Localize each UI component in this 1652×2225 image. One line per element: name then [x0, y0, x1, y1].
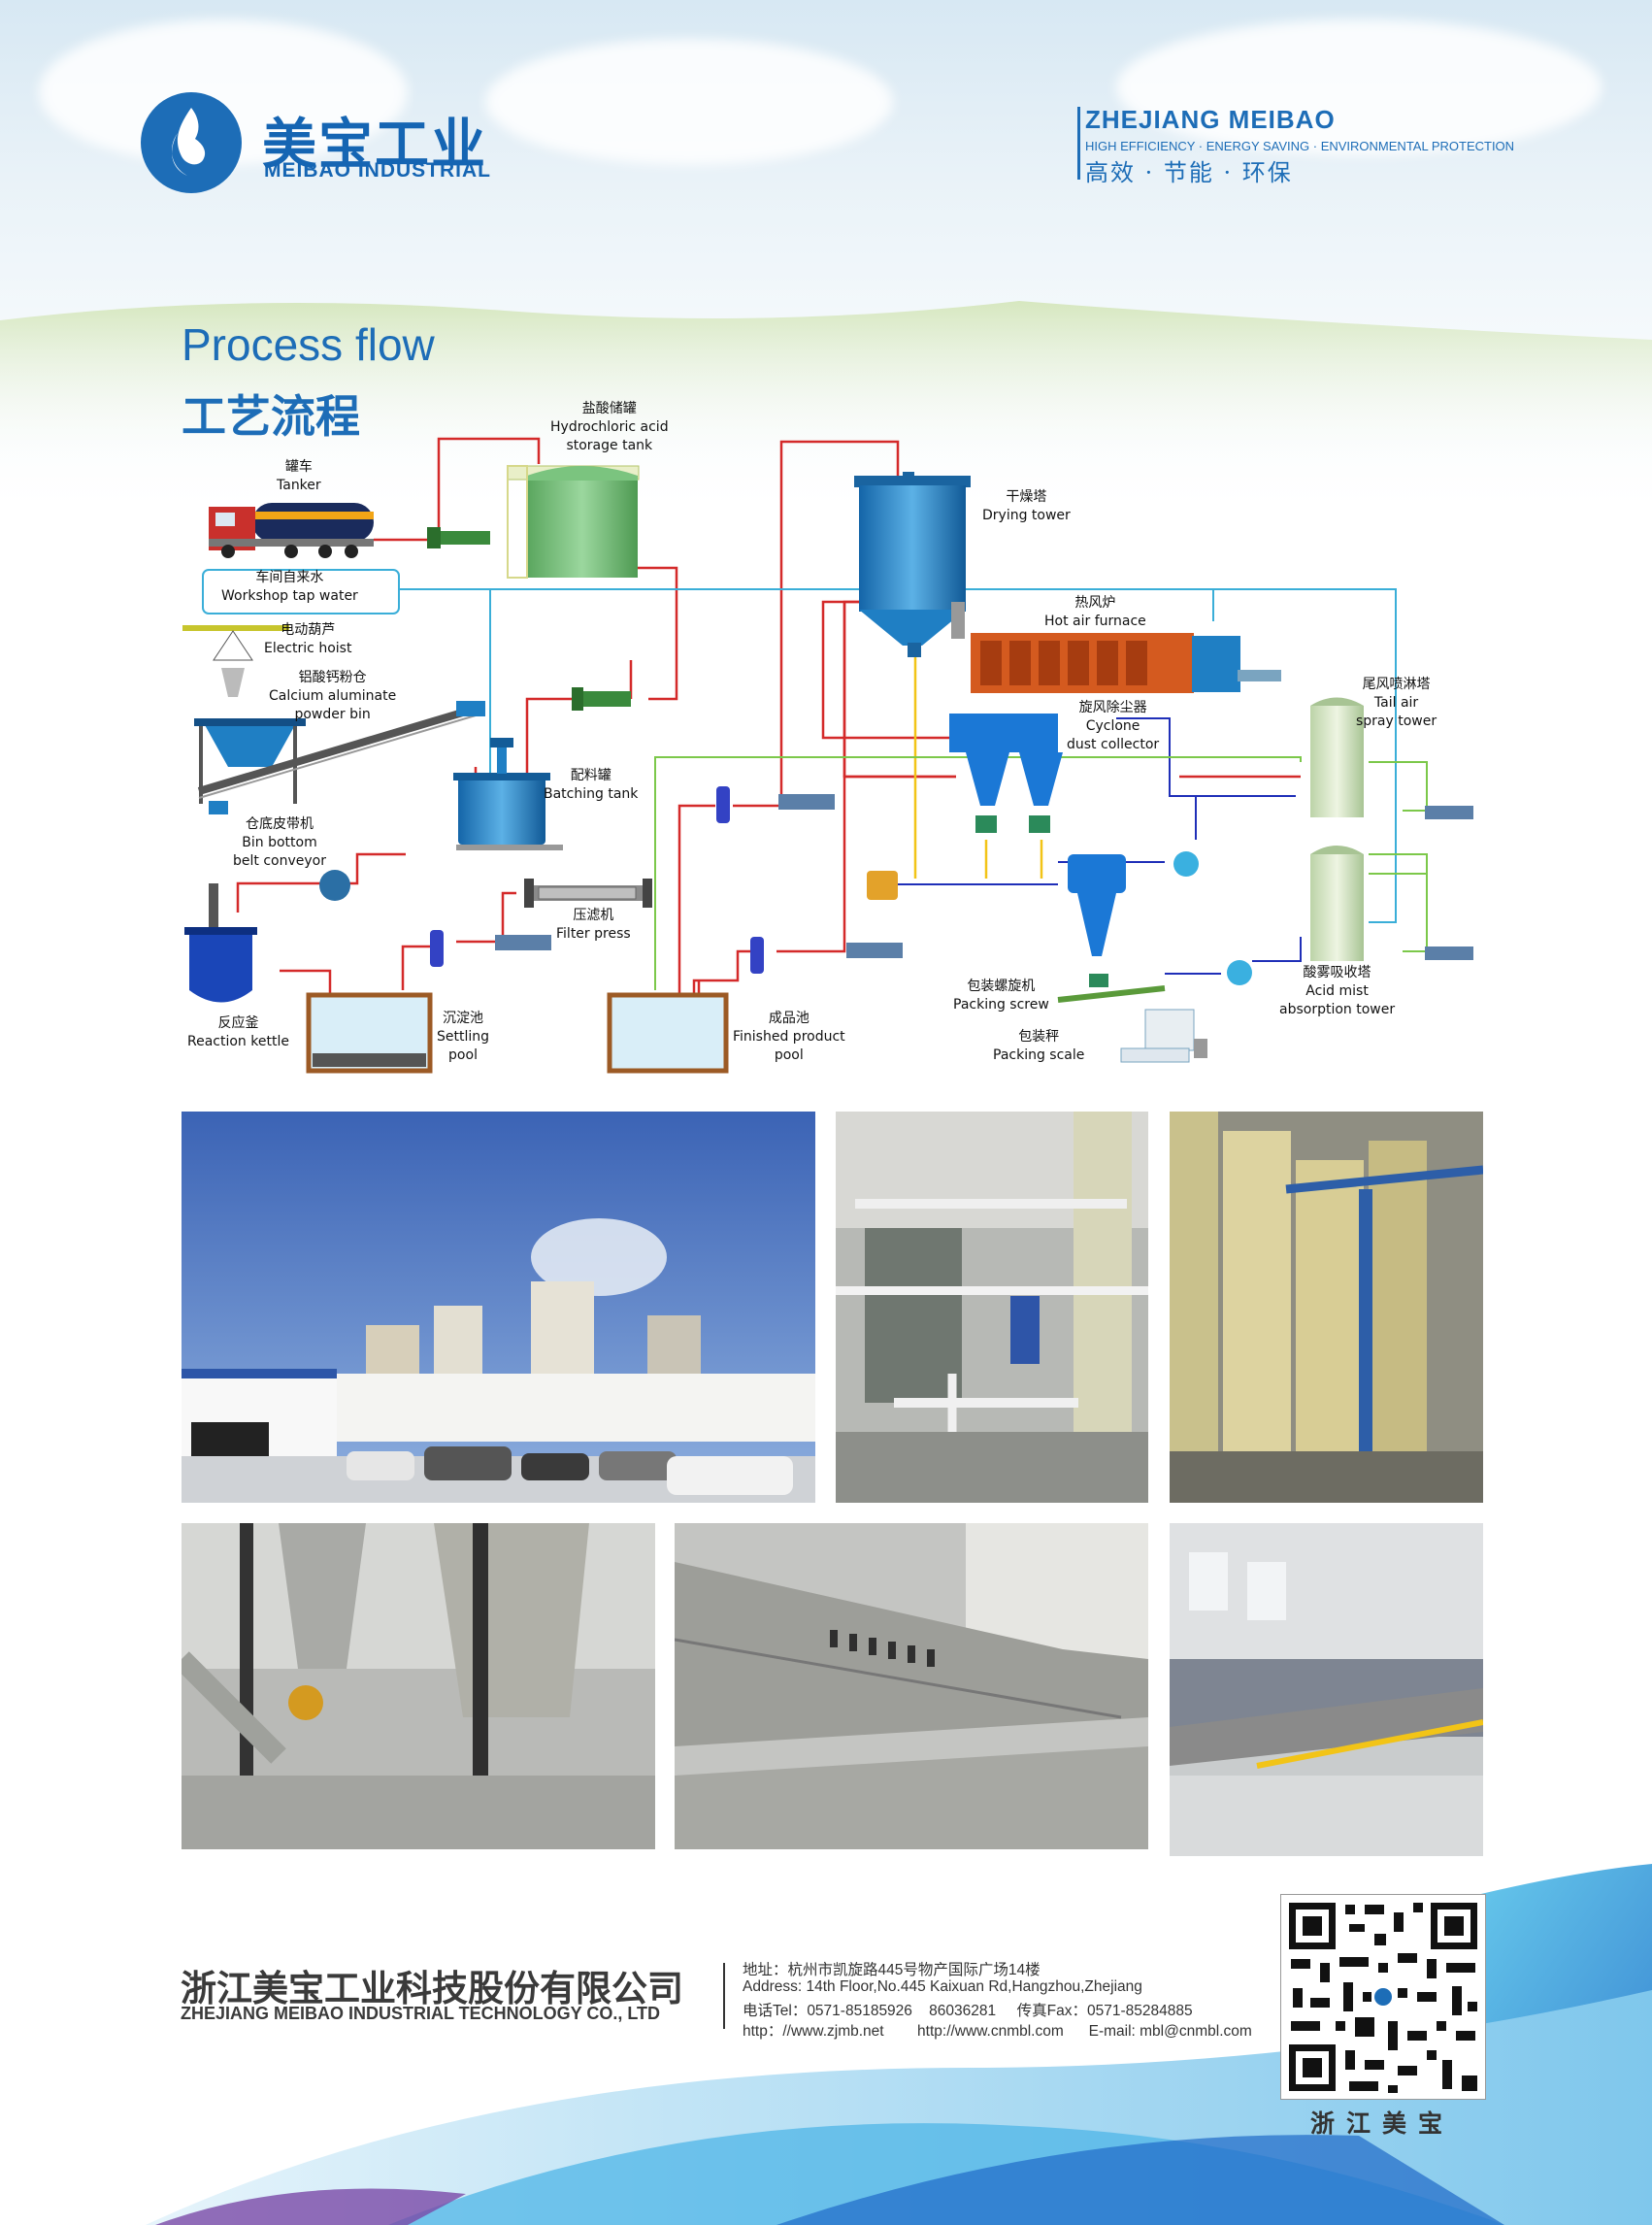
secondary-cyclone-icon: [1068, 854, 1126, 987]
tail-air-spray-tower-icon: [1310, 697, 1473, 819]
cloud-decoration: [1116, 19, 1602, 155]
finished-product-pool-icon: [607, 992, 729, 1074]
drying-tower-icon: [854, 472, 971, 657]
slogan-en: HIGH EFFICIENCY · ENERGY SAVING · ENVIRO…: [1085, 139, 1515, 153]
return-lines: [654, 756, 1428, 990]
fan-icon: [1227, 960, 1252, 985]
batching-pump-icon: [572, 687, 631, 711]
batching-tank-icon: [453, 738, 563, 850]
meibao-logo-icon: [141, 92, 242, 193]
footer-address-cn: 地址：杭州市凯旋路445号物产国际广场14楼: [743, 1962, 1041, 1978]
filter-press-icon: [524, 879, 652, 908]
factory-exterior-photo: [182, 1112, 815, 1503]
footer-company-en: ZHEJIANG MEIBAO INDUSTRIAL TECHNOLOGY CO…: [181, 2004, 661, 2023]
powder-bin-icon: [194, 701, 485, 814]
company-title: ZHEJIANG MEIBAO: [1085, 105, 1336, 134]
cyclone-dust-collector-icon: [949, 714, 1063, 833]
reaction-kettle-icon: [184, 883, 257, 1003]
workshop-hall-photo: [1170, 1523, 1483, 1856]
acid-mist-absorption-tower-icon: [1310, 846, 1473, 961]
packing-scale-icon: [1120, 1009, 1207, 1063]
hot-air-furnace-icon: [951, 602, 1281, 693]
header-divider: [1077, 107, 1080, 180]
footer-company-cn: 浙江美宝工业科技股份有限公司: [181, 1968, 683, 2009]
process-flow-diagram: [182, 437, 1473, 1074]
qr-code-caption: 浙江美宝: [1309, 2109, 1454, 2138]
qr-code-icon[interactable]: [1280, 1894, 1486, 2100]
packing-screw-icon: [1057, 985, 1166, 1003]
hcl-storage-tank-icon: [507, 465, 640, 579]
transfer-pumps-icon: [430, 786, 903, 974]
feed-pump-icon: [427, 527, 490, 548]
cyclone-interior-photo: [182, 1523, 655, 1849]
product-lines: [913, 655, 1043, 879]
settling-pool-icon: [306, 992, 433, 1074]
fan-icon: [1173, 851, 1199, 877]
brand-name-en: MEIBAO INDUSTRIAL: [264, 159, 491, 182]
drum-icon: [867, 871, 898, 900]
footer-web-email: http：//www.zjmb.net http://www.cnmbl.com…: [743, 2023, 1252, 2040]
pipes-interior-photo: [836, 1112, 1148, 1503]
hills-decoration: [0, 301, 1652, 476]
footer-tel-fax: 电话Tel：0571-85185926 86036281 传真Fax：0571-…: [743, 2003, 1193, 2019]
towers-interior-photo: [1170, 1112, 1483, 1503]
tanker-truck-icon: [209, 503, 374, 558]
filter-press-photo: [675, 1523, 1148, 1849]
belt-pump-icon: [319, 870, 350, 901]
footer-divider: [723, 1963, 725, 2029]
brand-name-cn: 美宝工业: [262, 114, 487, 177]
slogan-cn: 高效 · 节能 · 环保: [1085, 159, 1293, 186]
section-title-cn: 工艺流程: [182, 390, 360, 443]
footer-address-en: Address: 14th Floor,No.445 Kaixuan Rd,Ha…: [743, 1978, 1142, 1995]
cloud-decoration: [485, 39, 893, 165]
tap-water-box: [202, 569, 400, 614]
section-title-en: Process flow: [182, 319, 435, 370]
electric-hoist-icon: [182, 625, 289, 697]
